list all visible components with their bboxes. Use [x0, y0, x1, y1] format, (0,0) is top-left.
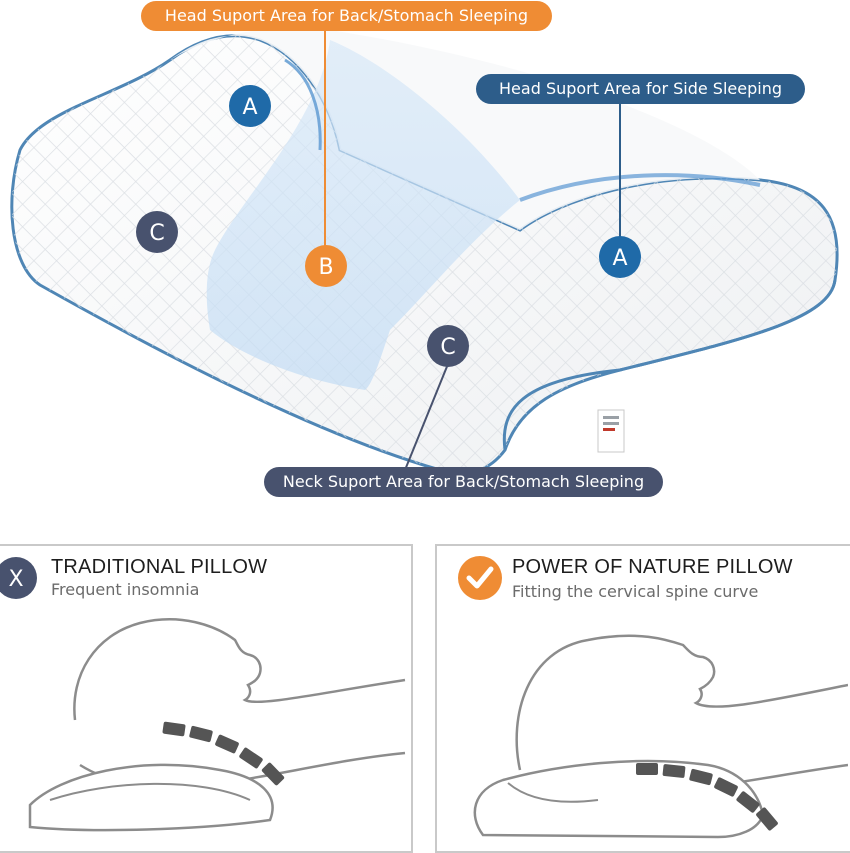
check-icon — [458, 556, 502, 600]
traditional-sleeper-sketch — [28, 618, 406, 832]
nature-subtitle: Fitting the cervical spine curve — [512, 582, 759, 601]
svg-text:C: C — [149, 221, 164, 246]
svg-text:A: A — [242, 95, 257, 120]
svg-text:X: X — [8, 567, 23, 592]
svg-text:C: C — [440, 335, 455, 360]
callout-head-side: Head Suport Area for Side Sleeping — [476, 74, 805, 104]
svg-text:A: A — [612, 246, 627, 271]
blue-support-region — [206, 40, 520, 390]
x-icon: X — [0, 557, 37, 599]
marker-b-center: B — [305, 245, 347, 287]
marker-c-center: C — [427, 325, 469, 367]
marker-a-right: A — [599, 236, 641, 278]
traditional-subtitle: Frequent insomnia — [51, 580, 200, 599]
callout-neck-back-stomach: Neck Suport Area for Back/Stomach Sleepi… — [264, 467, 663, 497]
nature-title: POWER OF NATURE PILLOW — [512, 556, 793, 578]
nature-sleeper-sketch — [473, 634, 848, 839]
marker-c-left: C — [136, 211, 178, 253]
traditional-title: TRADITIONAL PILLOW — [51, 556, 268, 578]
marker-a-left: A — [229, 85, 271, 127]
svg-text:B: B — [318, 255, 333, 280]
callout-head-back-stomach: Head Suport Area for Back/Stomach Sleepi… — [141, 1, 552, 31]
contour-pillow-illustration — [10, 30, 839, 475]
